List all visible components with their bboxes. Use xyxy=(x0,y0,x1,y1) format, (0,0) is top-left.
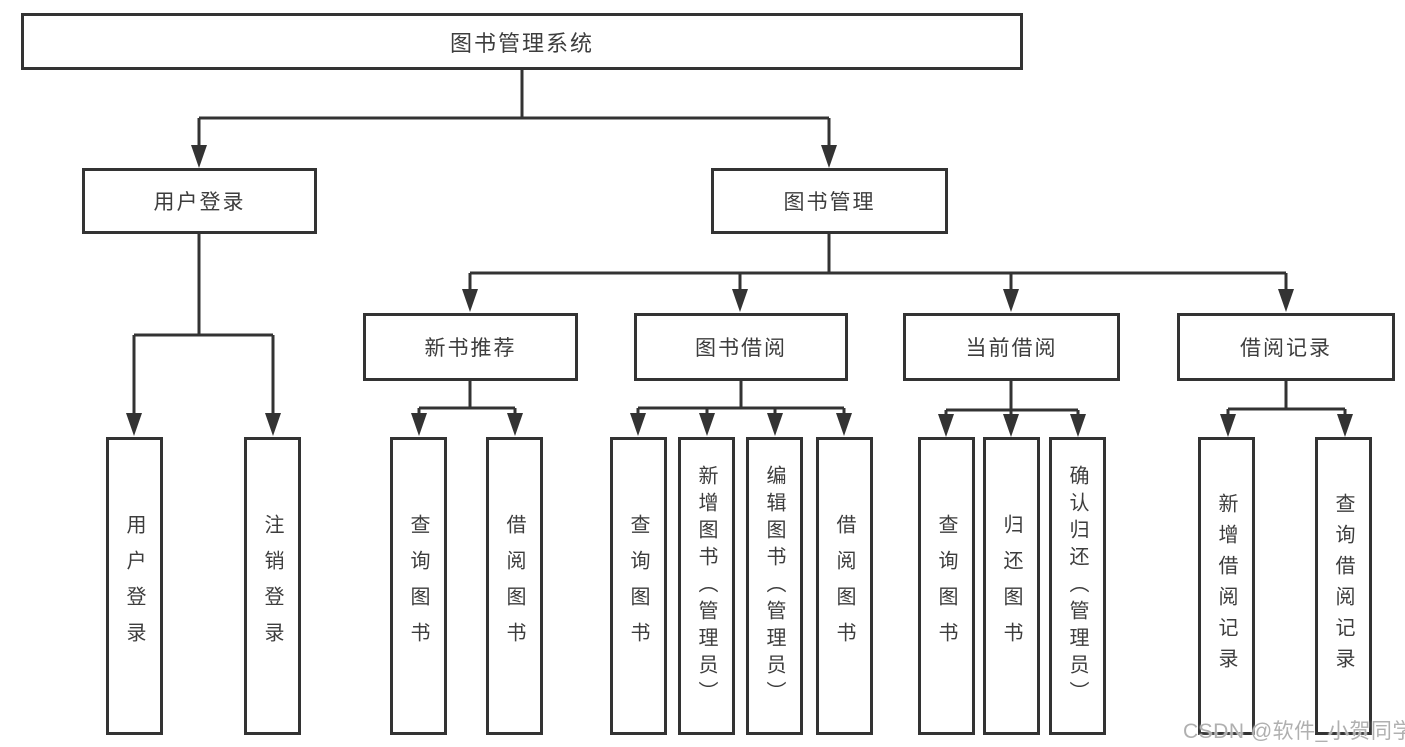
leaf-current-query-books: 查询图书 xyxy=(918,437,975,735)
leaf-borrowing-query-books: 查询图书 xyxy=(610,437,667,735)
leaf-recommend-borrow-books: 借阅图书 xyxy=(486,437,543,735)
arrowheads xyxy=(126,145,1353,437)
node-current-borrowing-label: 当前借阅 xyxy=(965,337,1058,360)
node-new-book-recommendation-label: 新书推荐 xyxy=(424,337,517,360)
node-root-label: 图书管理系统 xyxy=(449,30,594,56)
leaf-records-query-record: 查询借阅记录 xyxy=(1315,437,1372,735)
leaf-recommend-query-books: 查询图书 xyxy=(390,437,447,735)
node-user-login: 用户登录 xyxy=(82,168,317,234)
tree-connector-segments xyxy=(132,69,1347,418)
leaf-current-return-books: 归还图书 xyxy=(983,437,1040,735)
leaf-current-return-books-label: 归还图书 xyxy=(1000,514,1022,658)
node-root: 图书管理系统 xyxy=(21,13,1023,70)
leaf-borrowing-query-books-label: 查询图书 xyxy=(627,514,649,658)
leaf-logout-label: 注销登录 xyxy=(261,514,283,658)
leaf-records-add-record-label: 新增借阅记录 xyxy=(1215,493,1237,679)
node-new-book-recommendation: 新书推荐 xyxy=(363,313,578,381)
leaf-current-confirm-return-admin-label: 确认归还（管理员） xyxy=(1066,464,1088,708)
leaf-recommend-query-books-label: 查询图书 xyxy=(407,514,429,658)
leaf-recommend-borrow-books-label: 借阅图书 xyxy=(503,514,525,658)
node-book-borrowing: 图书借阅 xyxy=(634,313,848,381)
csdn-watermark: CSDN @软件_小贺同学 xyxy=(1183,720,1405,743)
leaf-current-confirm-return-admin: 确认归还（管理员） xyxy=(1049,437,1106,735)
node-current-borrowing: 当前借阅 xyxy=(903,313,1120,381)
leaf-current-query-books-label: 查询图书 xyxy=(935,514,957,658)
leaf-borrowing-add-book-admin-label: 新增图书（管理员） xyxy=(695,464,717,708)
leaf-borrowing-edit-book-admin: 编辑图书（管理员） xyxy=(746,437,803,735)
leaf-borrowing-borrow-books-label: 借阅图书 xyxy=(833,514,855,658)
leaf-records-query-record-label: 查询借阅记录 xyxy=(1332,493,1354,679)
node-user-login-label: 用户登录 xyxy=(153,191,246,214)
leaf-records-add-record: 新增借阅记录 xyxy=(1198,437,1255,735)
node-book-management-label: 图书管理 xyxy=(783,191,876,214)
node-borrowing-records: 借阅记录 xyxy=(1177,313,1395,381)
leaf-borrowing-add-book-admin: 新增图书（管理员） xyxy=(678,437,735,735)
leaf-logout: 注销登录 xyxy=(244,437,301,735)
leaf-user-login: 用户登录 xyxy=(106,437,163,735)
leaf-borrowing-borrow-books: 借阅图书 xyxy=(816,437,873,735)
leaf-user-login-label: 用户登录 xyxy=(123,514,145,658)
node-book-borrowing-label: 图书借阅 xyxy=(695,337,787,360)
leaf-borrowing-edit-book-admin-label: 编辑图书（管理员） xyxy=(763,464,785,708)
node-book-management: 图书管理 xyxy=(711,168,948,234)
node-borrowing-records-label: 借阅记录 xyxy=(1240,337,1332,360)
